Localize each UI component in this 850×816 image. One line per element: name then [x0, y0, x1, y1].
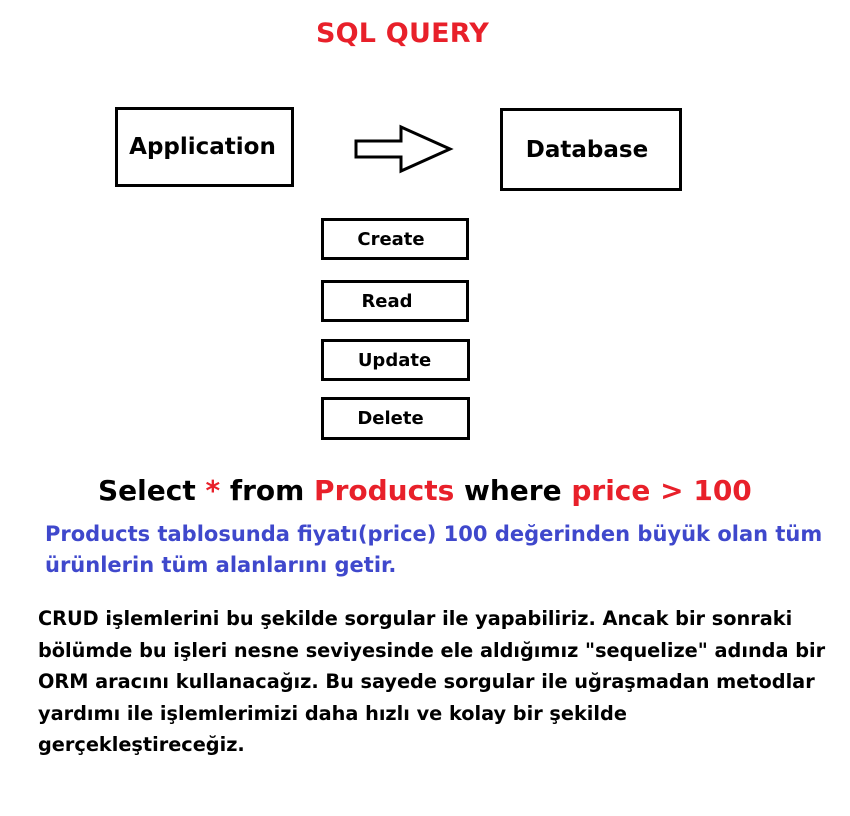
database-label: Database: [525, 136, 649, 163]
application-box: Application: [115, 107, 294, 187]
query-table-name: Products: [314, 474, 455, 507]
update-label: Update: [357, 349, 432, 371]
create-label: Create: [357, 228, 425, 250]
read-label: Read: [361, 290, 413, 312]
update-box: Update: [321, 339, 470, 381]
query-description: Products tablosunda fiyatı(price) 100 de…: [45, 522, 823, 577]
sql-query-line: Select * from Products where price > 100: [98, 474, 752, 507]
read-box: Read: [321, 280, 469, 322]
query-star: *: [205, 474, 221, 507]
query-from-keyword: from: [229, 474, 305, 507]
delete-label: Delete: [357, 408, 424, 429]
right-arrow-icon: [354, 124, 454, 174]
query-select-keyword: Select: [98, 474, 196, 507]
page-title: SQL QUERY: [316, 18, 489, 49]
explanation-paragraph: CRUD işlemlerini bu şekilde sorgular ile…: [38, 607, 826, 756]
query-where-keyword: where: [464, 474, 562, 507]
query-condition: price > 100: [571, 474, 752, 507]
database-box: Database: [500, 108, 682, 191]
delete-box: Delete: [321, 397, 470, 440]
application-label: Application: [129, 134, 276, 160]
create-box: Create: [321, 218, 469, 260]
